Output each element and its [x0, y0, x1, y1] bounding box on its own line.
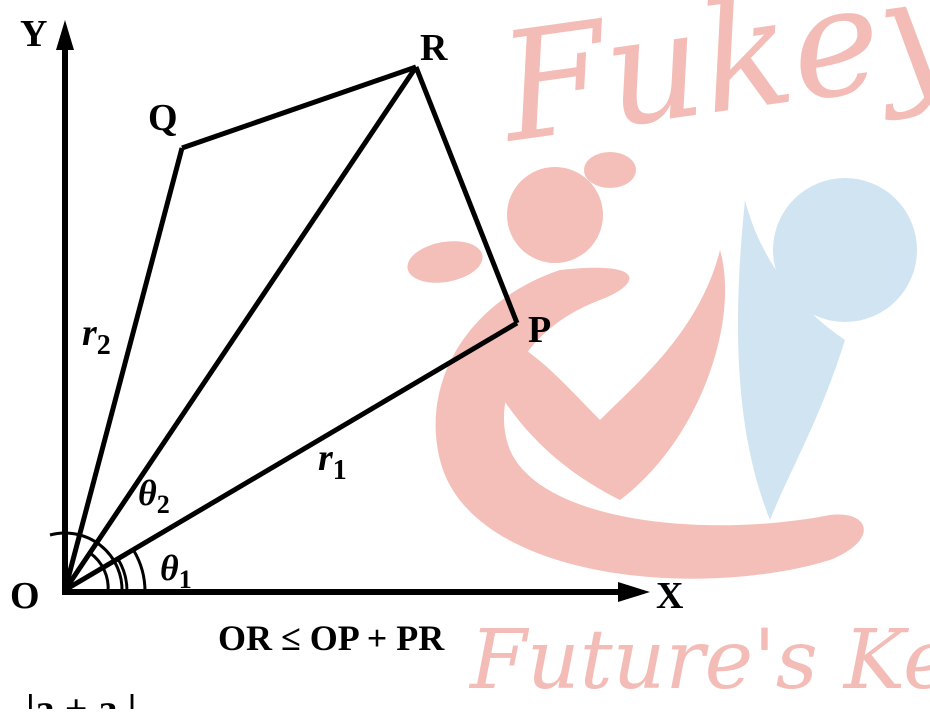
- vector-oq: [62, 147, 185, 591]
- x-axis-arrowhead: [618, 582, 650, 602]
- watermark-pink-head: [507, 167, 603, 263]
- point-q-label: Q: [148, 97, 178, 139]
- point-p-label: P: [528, 309, 551, 351]
- vector-r1-subscript: 1: [333, 455, 347, 486]
- side-qr: [181, 64, 417, 151]
- vector-r2-subscript: 2: [97, 330, 111, 361]
- watermark-blue-dot: [773, 178, 917, 322]
- partial-bottom-text: . |a + a |: [6, 686, 136, 709]
- angle-arcs: [49, 531, 147, 593]
- vector-r1-label: r1: [318, 437, 347, 486]
- y-axis-label: Y: [20, 13, 47, 55]
- angle-theta1-label: θ1: [160, 548, 192, 594]
- watermark-pink-bow-right: [584, 152, 636, 188]
- inequality-caption: OR ≤ OP + PR: [218, 618, 445, 658]
- angle-arc-theta1-inner: [116, 558, 129, 593]
- watermark-top-text: Fukey: [488, 0, 930, 177]
- vector-r2-base: r: [82, 312, 98, 354]
- x-axis-label: X: [656, 575, 683, 617]
- watermark-pink-heart: [470, 250, 726, 500]
- watermark-pink-bow-left: [407, 241, 483, 283]
- angle-theta1-subscript: 1: [179, 565, 192, 594]
- vector-or: [62, 65, 419, 592]
- angle-arc-theta2-mid: [89, 551, 110, 593]
- watermark-bottom-text: Future's Key: [468, 613, 930, 708]
- vector-op: [63, 320, 519, 593]
- y-axis-arrowhead: [56, 20, 74, 50]
- axes: [62, 48, 622, 595]
- vector-r1-base: r: [318, 437, 334, 479]
- polygon-shape: [62, 64, 520, 593]
- vector-r2-label: r2: [82, 312, 111, 361]
- point-r-label: R: [420, 27, 448, 69]
- angle-arc-theta2: [49, 531, 124, 593]
- origin-label: O: [10, 575, 40, 617]
- angle-theta2-base: θ: [138, 473, 157, 513]
- angle-theta2-subscript: 2: [157, 490, 170, 519]
- side-rp: [413, 66, 520, 324]
- watermark-pink-swoosh: [435, 267, 864, 579]
- angle-arc-theta1-outer: [132, 550, 147, 593]
- watermark-logo: Fukey Future's Key: [407, 0, 930, 708]
- angle-theta2-label: θ2: [138, 473, 170, 519]
- angle-theta1-base: θ: [160, 548, 179, 588]
- watermark-blue-stroke: [737, 200, 845, 520]
